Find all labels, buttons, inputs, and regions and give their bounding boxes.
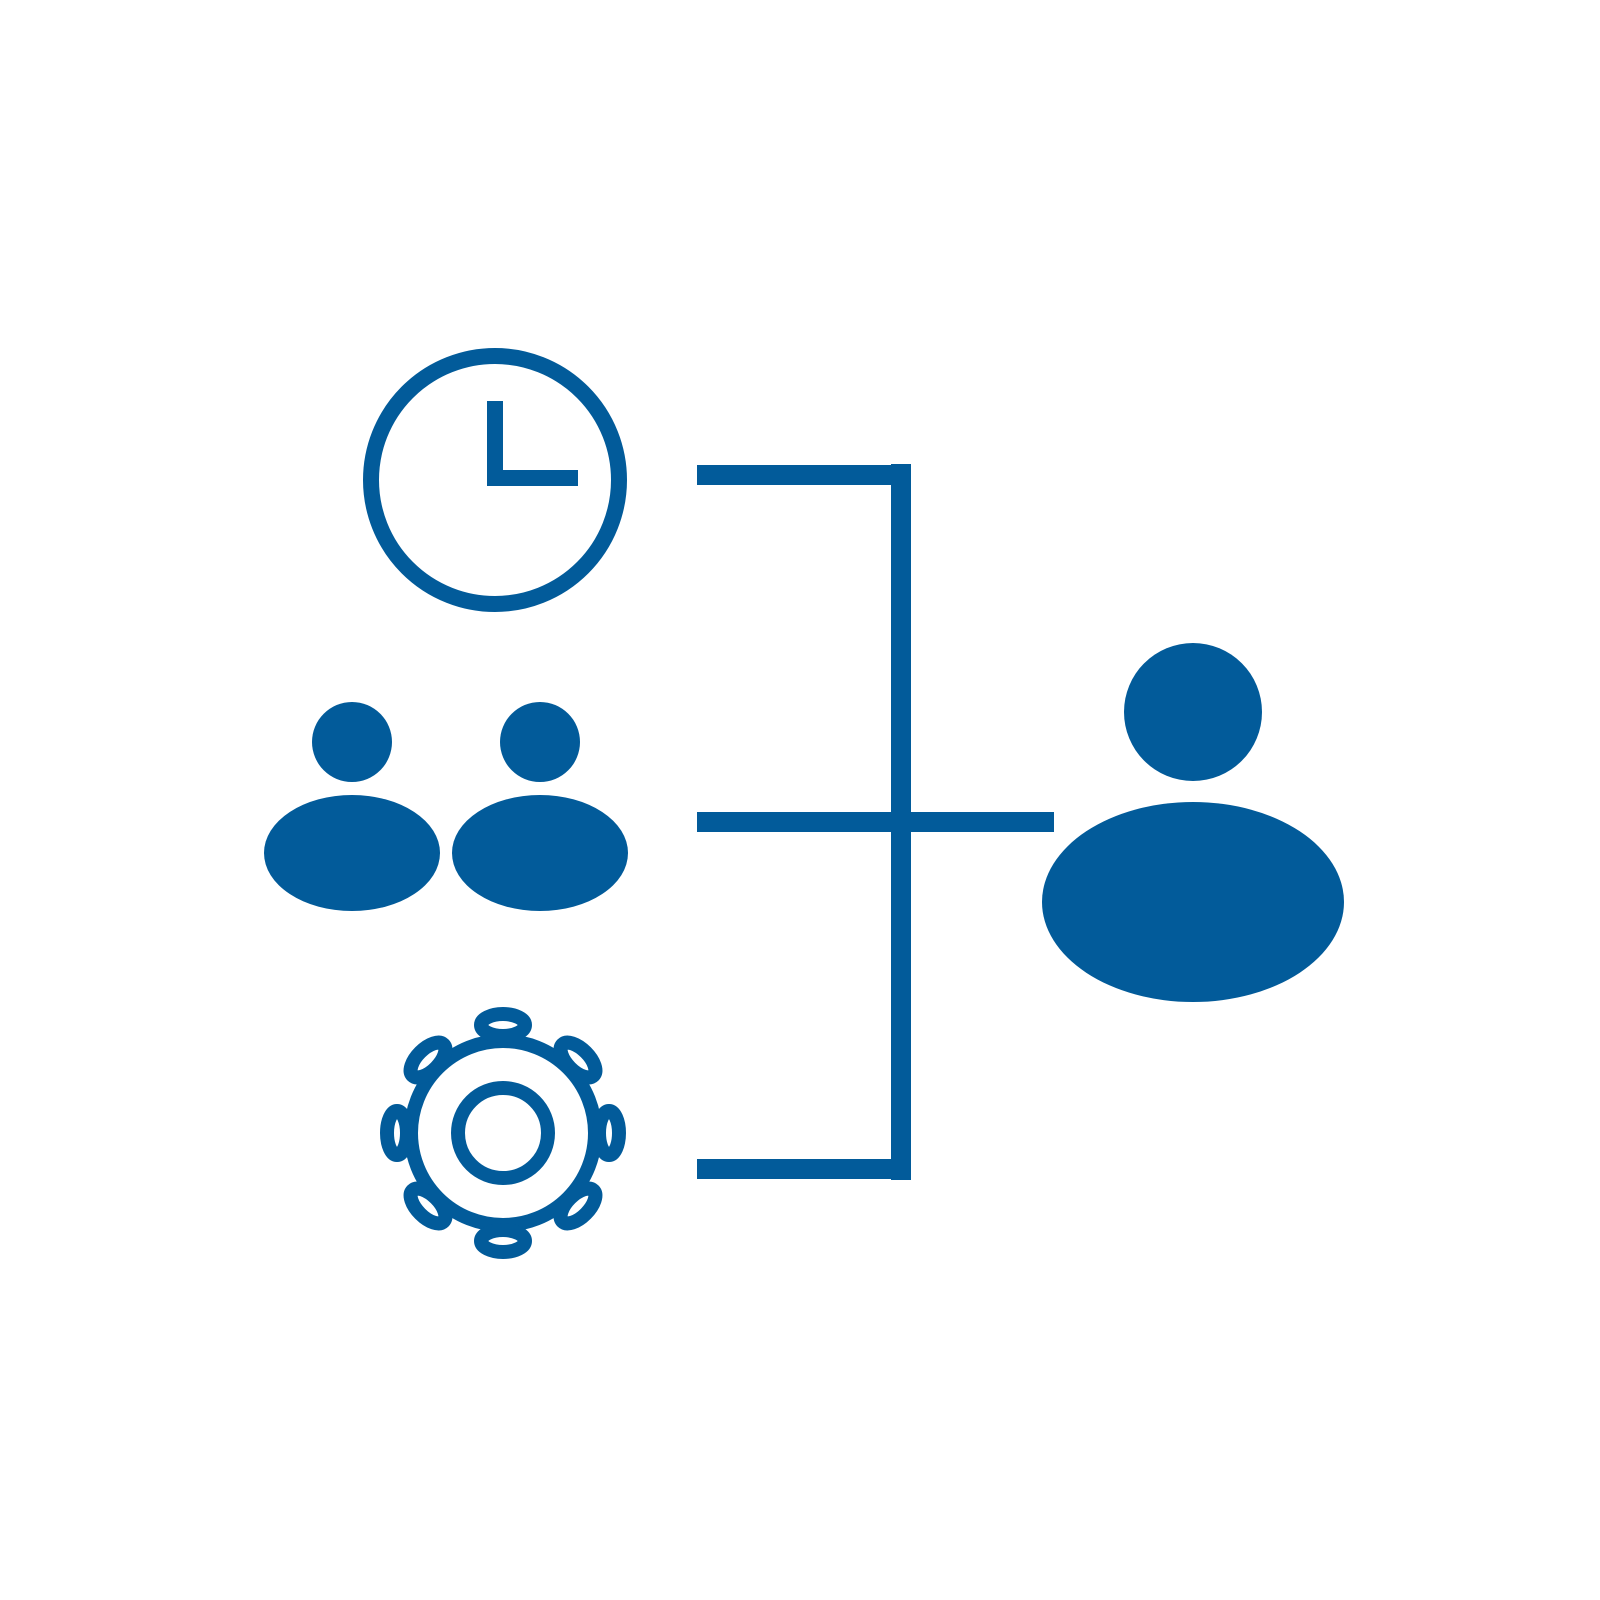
- meeting-table-icon: [380, 1007, 626, 1259]
- person-icon: [1042, 643, 1344, 1002]
- clock-icon: [363, 348, 627, 612]
- person-icon: [264, 702, 440, 911]
- connector-lines: [697, 464, 1054, 1180]
- person-icon: [452, 702, 628, 911]
- two-people-icon: [264, 702, 628, 911]
